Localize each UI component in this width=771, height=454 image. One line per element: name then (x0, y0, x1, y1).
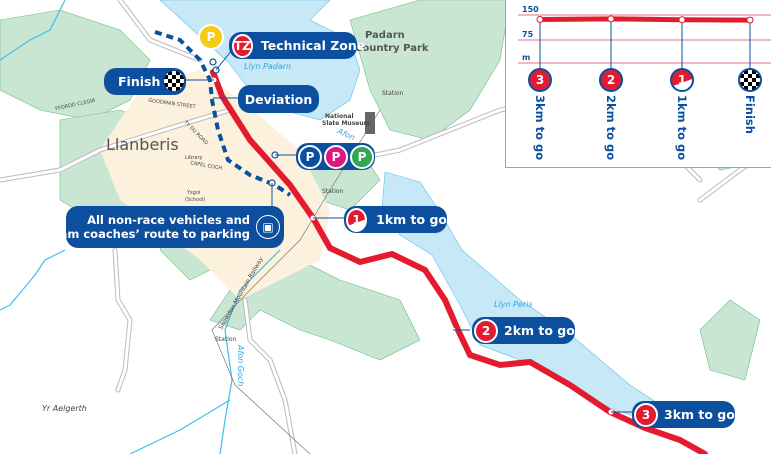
rivers (0, 0, 281, 454)
parking-green-badge: P (350, 144, 374, 169)
slate-museum-building (365, 112, 375, 134)
elevation-chart (518, 14, 771, 70)
elev-finish-icon (738, 68, 762, 92)
km1-badge: 1 (346, 207, 368, 232)
tick-150: 150 (522, 5, 539, 14)
finish-callout[interactable]: Finish (104, 68, 186, 95)
school-label-1: Ysgol (187, 190, 201, 196)
elev-badge-2: 2 (599, 68, 623, 92)
km2-badge: 2 (474, 318, 498, 343)
km3-callout[interactable]: 3 3km to go (632, 401, 735, 428)
bus-icon: ▣ (256, 215, 280, 239)
lake-label-peris: Llyn Peris (494, 300, 533, 309)
lake-label-padarn: Llyn Padarn (244, 62, 292, 71)
technical-zone-callout[interactable]: TZ Technical Zone (229, 32, 365, 59)
vehicles-label-1: All non-race vehicles and (87, 213, 250, 227)
hill-label: Yr Aelgerth (42, 404, 87, 413)
km1-callout[interactable]: 1 1km to go (344, 206, 447, 233)
elev-label-3: 3km to go (533, 95, 547, 161)
elev-label-finish: Finish (743, 95, 757, 134)
town-label: Llanberis (106, 135, 179, 154)
elev-badge-3: 3 (528, 68, 552, 92)
tick-75: 75 (522, 30, 534, 39)
technical-zone-label: Technical Zone (260, 38, 366, 53)
elevation-point (536, 15, 544, 23)
km3-label: 3km to go (664, 407, 735, 422)
station-label-3: Station (215, 336, 237, 343)
tz-badge: TZ (232, 33, 253, 58)
tick-unit: m (522, 53, 531, 62)
park-label-1: Padarn (365, 30, 405, 41)
parking-callout[interactable]: P P P (296, 143, 375, 170)
parking-magenta-badge: P (324, 144, 348, 169)
library-label: Library (185, 155, 203, 161)
river-label-goch: Afon Goch (236, 345, 245, 387)
deviation-callout[interactable]: Deviation (238, 85, 319, 113)
elev-badge-1: 1 (670, 68, 694, 92)
museum-label-2: Slate Museum (322, 120, 370, 127)
elevation-point (678, 16, 686, 24)
elevation-line (539, 16, 751, 23)
vehicles-label-2: team coaches’ route to parking (46, 227, 250, 241)
km3-badge: 3 (634, 402, 658, 427)
km2-label: 2km to go (504, 323, 575, 338)
vehicle-route-dashed (154, 30, 292, 197)
museum-label-1: National (325, 113, 354, 120)
elevation-profile: 150 75 m 3 2 1 3km to go 2km to go 1km t… (505, 0, 771, 168)
school-label-2: (School) (185, 197, 206, 203)
parking-blue-badge: P (298, 144, 322, 169)
km1-label: 1km to go (376, 212, 447, 227)
parking-yellow-badge[interactable]: P (198, 24, 224, 50)
finish-label: Finish (118, 74, 161, 89)
km2-callout[interactable]: 2 2km to go (472, 317, 575, 344)
vehicles-route-callout[interactable]: All non-race vehicles and team coaches’ … (46, 206, 284, 248)
park-label-2: Country Park (355, 43, 429, 54)
elevation-point (607, 15, 615, 23)
railway (211, 109, 381, 454)
elev-label-1: 1km to go (675, 95, 689, 161)
station-label-2: Station (322, 188, 344, 195)
station-label: Station (382, 90, 404, 97)
deviation-label: Deviation (244, 91, 313, 107)
elevation-point (746, 16, 754, 24)
elev-label-2: 2km to go (604, 95, 618, 161)
chequered-flag-icon (162, 69, 186, 93)
